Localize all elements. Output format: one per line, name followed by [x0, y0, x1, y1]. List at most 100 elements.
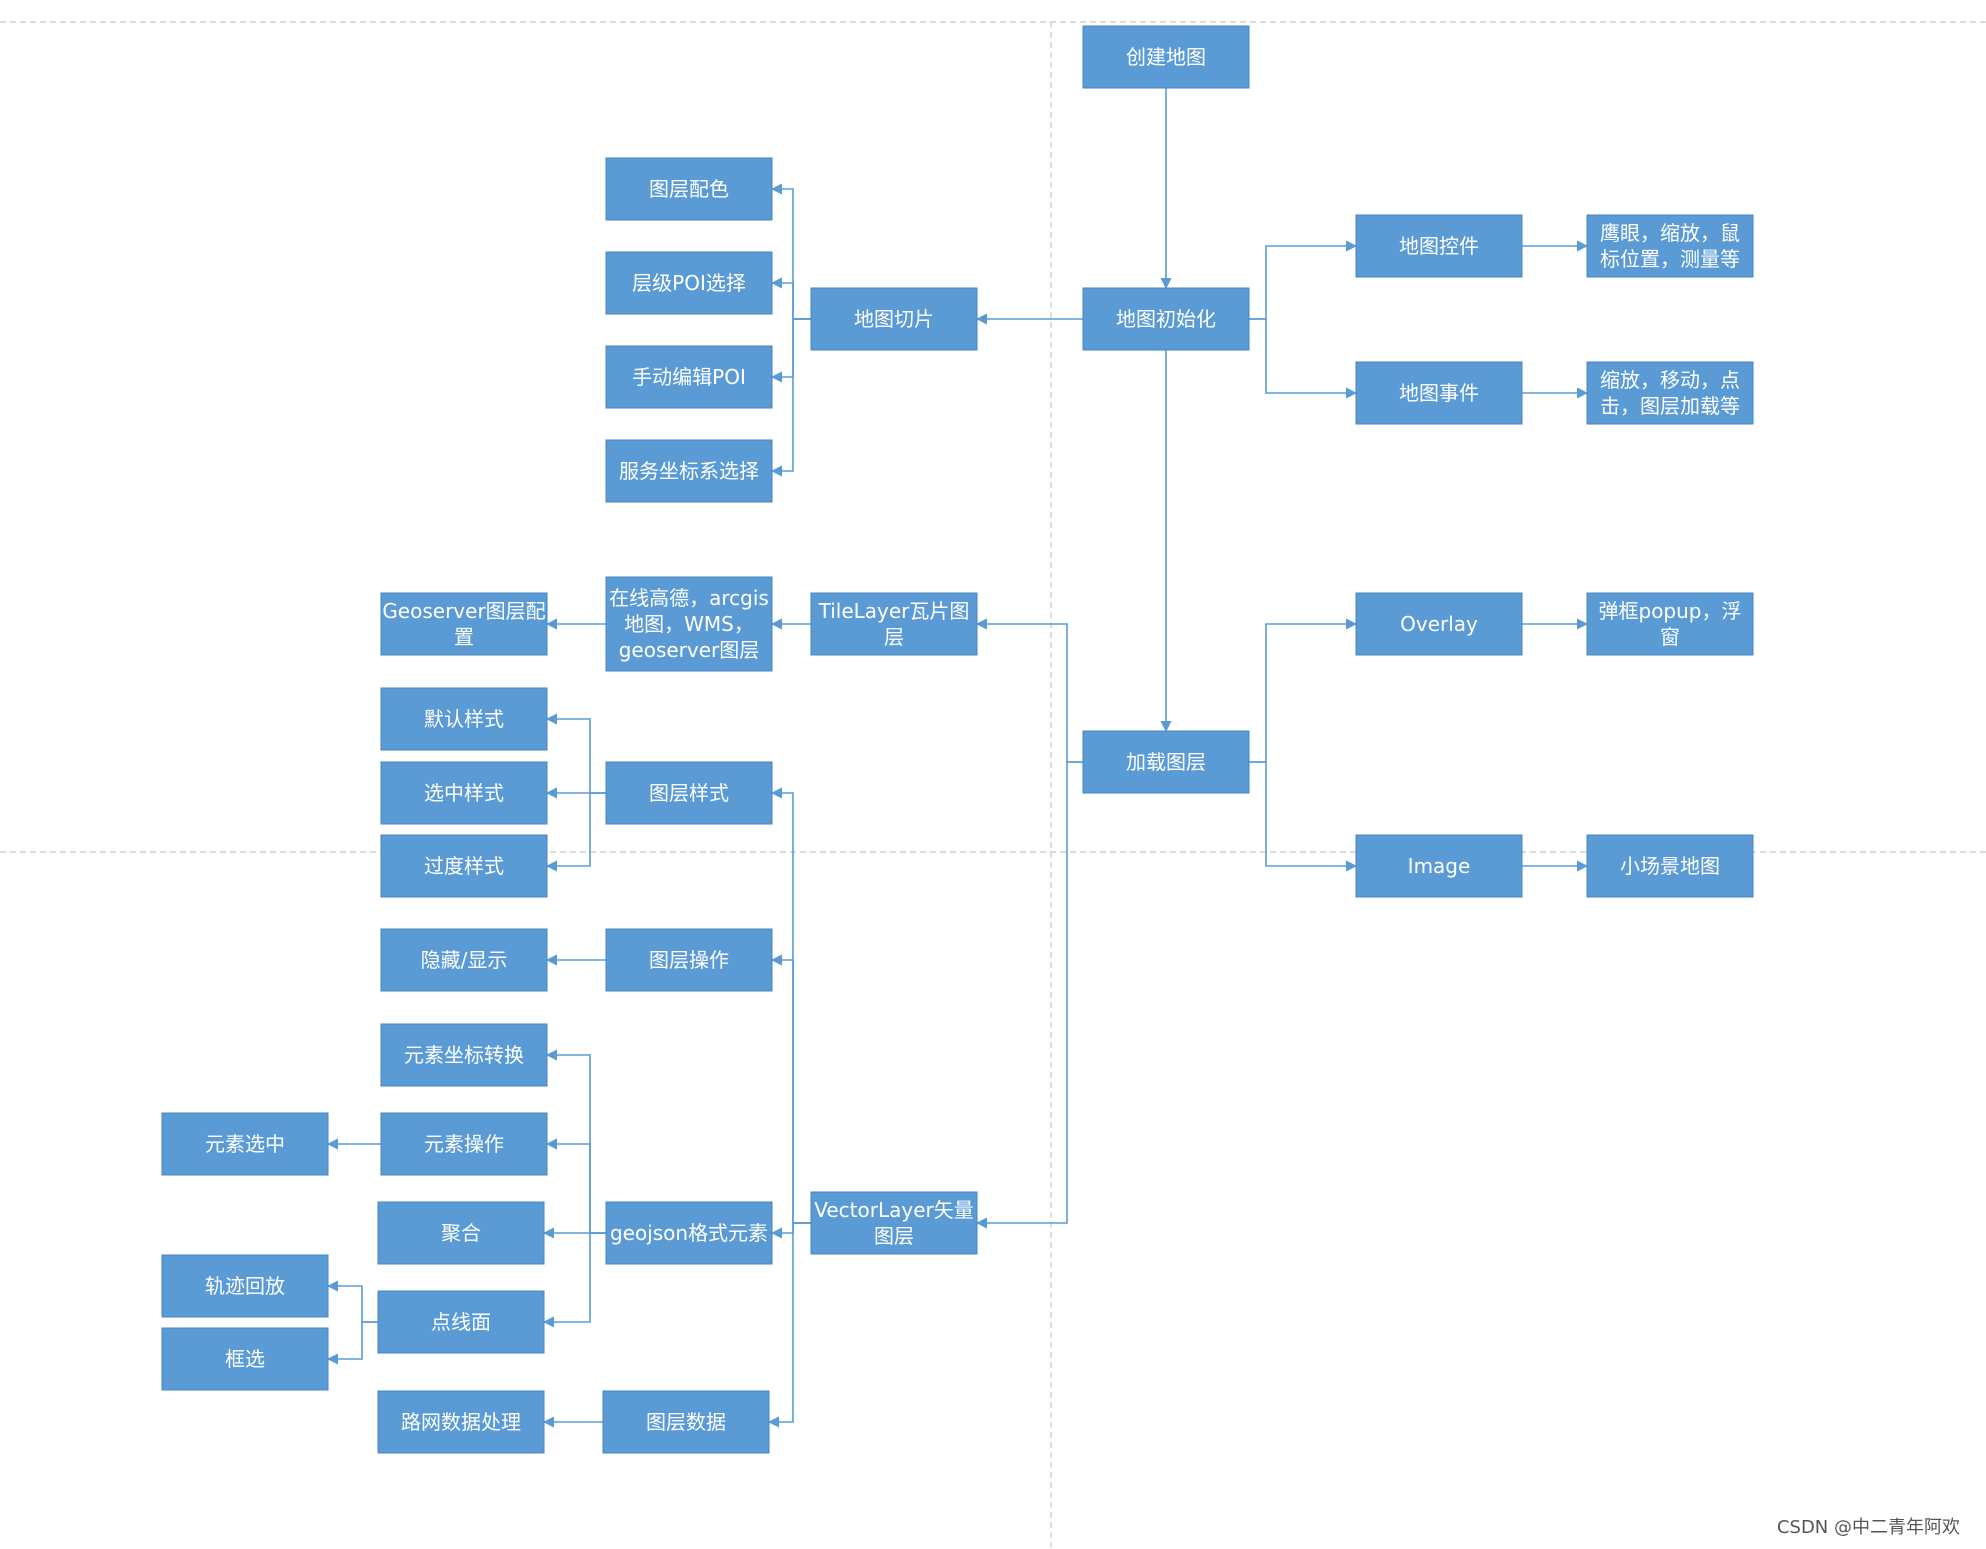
edge-layer-style-to-transition-style — [545, 792, 606, 872]
node-label-tile-layer-0: TileLayer瓦片图 — [818, 599, 970, 623]
node-box-layer-data — [602, 1390, 770, 1454]
node-road-network: 路网数据处理 — [377, 1390, 545, 1454]
node-box-map-controls — [1355, 214, 1523, 278]
node-label-geoserver-config-1: 置 — [454, 625, 474, 649]
node-image: Image — [1355, 834, 1523, 898]
node-label-vector-layer-0: VectorLayer矢量 — [814, 1198, 974, 1222]
node-box-coord-transform — [380, 1023, 548, 1087]
edge-geojson-to-point-line-polygon — [542, 1232, 606, 1328]
node-box-geojson — [605, 1201, 773, 1265]
node-popup: 弹框popup，浮窗 — [1586, 592, 1754, 656]
node-label-service-crs-0: 服务坐标系选择 — [619, 459, 759, 483]
node-label-manual-poi-0: 手动编辑POI — [632, 365, 746, 389]
node-label-map-controls-0: 地图控件 — [1399, 234, 1479, 258]
edge-map-tiles-to-level-poi — [770, 277, 811, 320]
node-element-select: 元素选中 — [161, 1112, 329, 1176]
node-map-events: 地图事件 — [1355, 361, 1523, 425]
edge-geojson-to-element-ops — [545, 1138, 606, 1234]
node-box-online-sources — [605, 576, 773, 672]
node-load-layers: 加载图层 — [1082, 730, 1250, 794]
node-label-road-network-0: 路网数据处理 — [401, 1410, 521, 1434]
node-box-cluster — [377, 1201, 545, 1265]
edge-layer-style-to-default-style — [545, 713, 606, 794]
node-box-layer-ops — [605, 928, 773, 992]
edge-map-tiles-to-service-crs — [770, 318, 811, 477]
node-label-level-poi-0: 层级POI选择 — [632, 271, 746, 295]
edge-point-line-polygon-to-box-select — [326, 1321, 378, 1365]
node-box-hide-show — [380, 928, 548, 992]
node-label-layer-style-0: 图层样式 — [649, 781, 729, 805]
node-create-map: 创建地图 — [1082, 25, 1250, 89]
node-label-selected-style-0: 选中样式 — [424, 781, 504, 805]
node-box-load-layers — [1082, 730, 1250, 794]
node-box-image — [1355, 834, 1523, 898]
node-box-manual-poi — [605, 345, 773, 409]
node-box-overlay — [1355, 592, 1523, 656]
node-label-map-tiles-0: 地图切片 — [854, 307, 934, 331]
node-transition-style: 过度样式 — [380, 834, 548, 898]
node-box-service-crs — [605, 439, 773, 503]
node-label-online-sources-0: 在线高德，arcgis — [609, 586, 769, 610]
edge-vector-layer-to-geojson — [770, 1222, 811, 1239]
node-label-overlay-0: Overlay — [1400, 612, 1478, 636]
node-layer: 创建地图地图初始化地图控件鹰眼，缩放，鼠标位置，测量等地图事件缩放，移动，点击，… — [161, 25, 1754, 1454]
node-label-geojson-0: geojson格式元素 — [610, 1221, 768, 1245]
node-box-default-style — [380, 687, 548, 751]
node-layer-ops: 图层操作 — [605, 928, 773, 992]
node-overlay: Overlay — [1355, 592, 1523, 656]
node-label-popup-0: 弹框popup，浮 — [1599, 599, 1742, 623]
node-map-controls: 地图控件 — [1355, 214, 1523, 278]
node-layer-style: 图层样式 — [605, 761, 773, 825]
node-box-layer-style — [605, 761, 773, 825]
edge-map-tiles-to-layer-color — [770, 183, 811, 320]
node-box-layer-color — [605, 157, 773, 221]
node-label-coord-transform-0: 元素坐标转换 — [404, 1043, 524, 1067]
node-label-load-layers-0: 加载图层 — [1126, 750, 1206, 774]
node-manual-poi: 手动编辑POI — [605, 345, 773, 409]
node-box-select: 框选 — [161, 1327, 329, 1391]
node-box-point-line-polygon — [377, 1290, 545, 1354]
node-box-transition-style — [380, 834, 548, 898]
node-label-geoserver-config-0: Geoserver图层配 — [382, 599, 545, 623]
node-box-vector-layer — [810, 1191, 978, 1255]
node-box-map-init — [1082, 287, 1250, 351]
node-label-image-0: Image — [1408, 854, 1471, 878]
node-default-style: 默认样式 — [380, 687, 548, 751]
node-label-online-sources-1: 地图，WMS， — [624, 612, 754, 636]
node-map-tiles: 地图切片 — [810, 287, 978, 351]
node-label-tile-layer-1: 层 — [884, 625, 904, 649]
node-label-point-line-polygon-0: 点线面 — [431, 1310, 491, 1334]
node-level-poi: 层级POI选择 — [605, 251, 773, 315]
node-service-crs: 服务坐标系选择 — [605, 439, 773, 503]
edge-load-layers-to-overlay — [1249, 618, 1358, 763]
node-box-selected-style — [380, 761, 548, 825]
node-label-map-controls-detail-0: 鹰眼，缩放，鼠 — [1600, 221, 1740, 245]
node-layer-color: 图层配色 — [605, 157, 773, 221]
node-box-small-map — [1586, 834, 1754, 898]
node-label-map-init-0: 地图初始化 — [1116, 307, 1216, 331]
node-box-level-poi — [605, 251, 773, 315]
node-point-line-polygon: 点线面 — [377, 1290, 545, 1354]
edge-map-init-to-map-events — [1249, 318, 1358, 399]
connector-layer — [326, 88, 1589, 1428]
node-box-geoserver-config — [380, 592, 548, 656]
node-box-map-tiles — [810, 287, 978, 351]
node-label-map-events-detail-0: 缩放，移动，点 — [1600, 368, 1740, 392]
node-box-element-select — [161, 1112, 329, 1176]
node-box-tile-layer — [810, 592, 978, 656]
edge-load-layers-to-image — [1249, 761, 1358, 872]
node-box-box-select — [161, 1327, 329, 1391]
node-label-create-map-0: 创建地图 — [1126, 45, 1206, 69]
edge-load-layers-to-tile-layer — [975, 618, 1083, 763]
node-box-map-controls-detail — [1586, 214, 1754, 278]
edge-map-tiles-to-manual-poi — [770, 318, 811, 383]
watermark: CSDN @中二青年阿欢 — [1776, 1517, 1960, 1538]
edge-vector-layer-to-layer-data — [767, 1222, 811, 1428]
node-box-road-network — [377, 1390, 545, 1454]
node-hide-show: 隐藏/显示 — [380, 928, 548, 992]
